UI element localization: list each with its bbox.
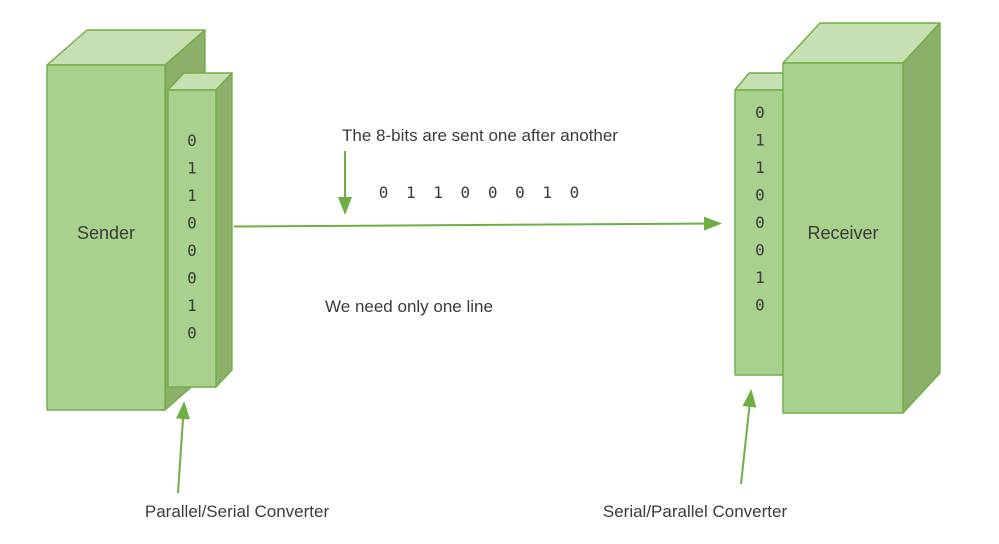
sender-converter-side-face <box>215 72 233 388</box>
sender-converter-arrow <box>176 401 190 494</box>
receiver-box: Receiver <box>782 22 941 414</box>
sender-bit: 1 <box>187 159 197 178</box>
receiver-bit: 0 <box>755 186 765 205</box>
receiver-box-front-face <box>782 62 904 414</box>
sender-bit: 0 <box>187 241 197 260</box>
sender-converter-column: 0 1 1 0 0 0 1 0 <box>167 72 233 388</box>
receiver-bit: 1 <box>755 158 765 177</box>
sender-bit: 1 <box>187 296 197 315</box>
sender-bit: 1 <box>187 186 197 205</box>
sender-bit: 0 <box>187 324 197 343</box>
receiver-bit: 0 <box>755 103 765 122</box>
receiver-bit: 1 <box>755 268 765 287</box>
receiver-converter-label: Serial/Parallel Converter <box>603 502 788 521</box>
one-line-note: We need only one line <box>325 297 493 316</box>
transmission-line-arrow <box>233 216 722 231</box>
serial-bits: 0 1 1 0 0 0 1 0 <box>379 183 584 202</box>
sender-box-front-face <box>46 64 166 411</box>
receiver-bit: 1 <box>755 131 765 150</box>
receiver-bit: 0 <box>755 296 765 315</box>
sender-bit: 0 <box>187 131 197 150</box>
receiver-converter-column: 0 1 1 0 0 0 1 0 <box>734 72 798 376</box>
sender-bit: 0 <box>187 269 197 288</box>
sender-bit: 0 <box>187 214 197 233</box>
sender-converter-front-face <box>167 89 217 388</box>
receiver-bit: 0 <box>755 213 765 232</box>
receiver-converter-front-face <box>734 89 784 376</box>
receiver-box-side-face <box>902 22 941 414</box>
sender-label: Sender <box>77 223 135 243</box>
sender-converter-bits: 0 1 1 0 0 0 1 0 <box>187 131 197 343</box>
receiver-bit: 0 <box>755 241 765 260</box>
sender-converter-label: Parallel/Serial Converter <box>145 502 330 521</box>
receiver-label: Receiver <box>807 223 878 243</box>
serial-note: The 8-bits are sent one after another <box>342 126 618 145</box>
receiver-converter-arrow <box>740 389 757 485</box>
receiver-converter-bits: 0 1 1 0 0 0 1 0 <box>755 103 765 315</box>
